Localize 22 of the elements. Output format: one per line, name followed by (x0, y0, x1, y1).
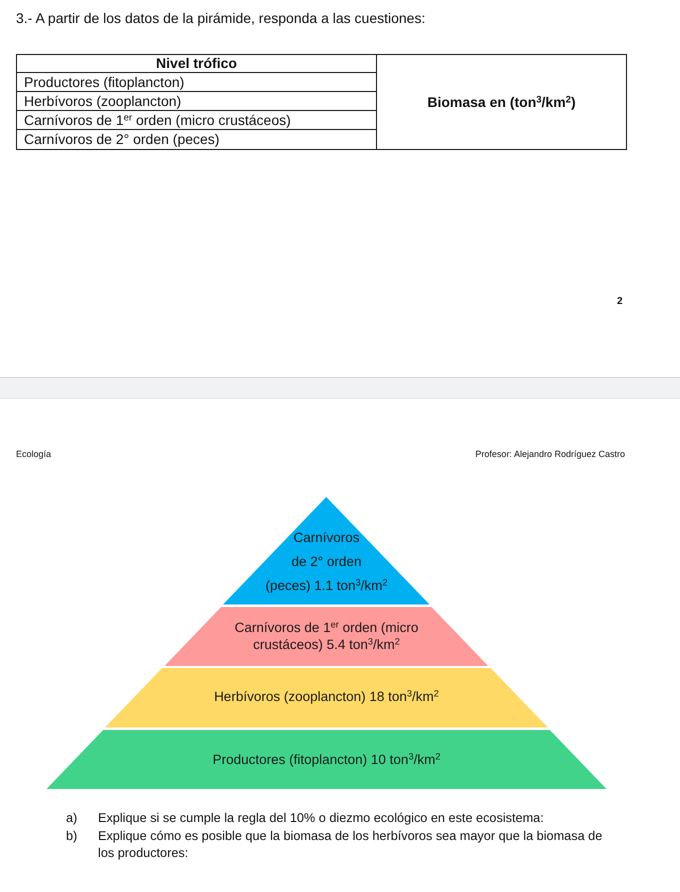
table-cell: Carnívoros de 2° orden (peces) (16, 130, 376, 150)
pyramid-level (105, 668, 548, 728)
question-text: Explique cómo es posible que la biomasa de los herbívoros sea mayor que la biomasa de los productores: (98, 828, 604, 862)
header-text: Ecología (16, 448, 52, 460)
table-cell: Herbívoros (zooplancton) (16, 92, 376, 110)
list-marker: b) (66, 828, 78, 845)
header-text: Profesor: Alejandro Rodríguez Castro (475, 448, 625, 460)
table-cell: Carnívoros de 1$^{er}$ orden (micro crustáceos) (16, 110, 376, 130)
table-cell: Productores (fitoplancton) (16, 72, 376, 92)
pyramid-level (164, 606, 489, 666)
pyramid-level (46, 730, 607, 789)
level-label: Productores (fitoplancton) 10 ton$^{3}$/km$^{2}$ (212, 752, 440, 766)
list-marker: a) (66, 810, 78, 827)
pyramid-level (223, 497, 430, 604)
question-text: Explique si se cumple la regla del 10% o diezmo ecológico en este ecosistema: (98, 810, 545, 827)
page-number: 2 (617, 296, 623, 308)
level-label: Carnívoros de 1$^{er}$ orden (micro crustáceos) 5.4 ton$^{3}$/km$^{2}$ (234, 620, 418, 652)
column-header: Nivel trófico (16, 54, 376, 72)
exercise-title: 3.- A partir de los datos de la pirámide, responda a las cuestiones: (16, 9, 426, 27)
level-label: Herbívoros (zooplancton) 18 ton$^{3}$/km$^{2}$ (214, 689, 439, 704)
column-header: Biomasa en (ton$^{3}$/km$^{2}$) (376, 54, 626, 150)
level-label: Carnívoros de 2° orden (peces) 1.1 ton$^{3}$/km$^{2}$ (265, 530, 388, 593)
